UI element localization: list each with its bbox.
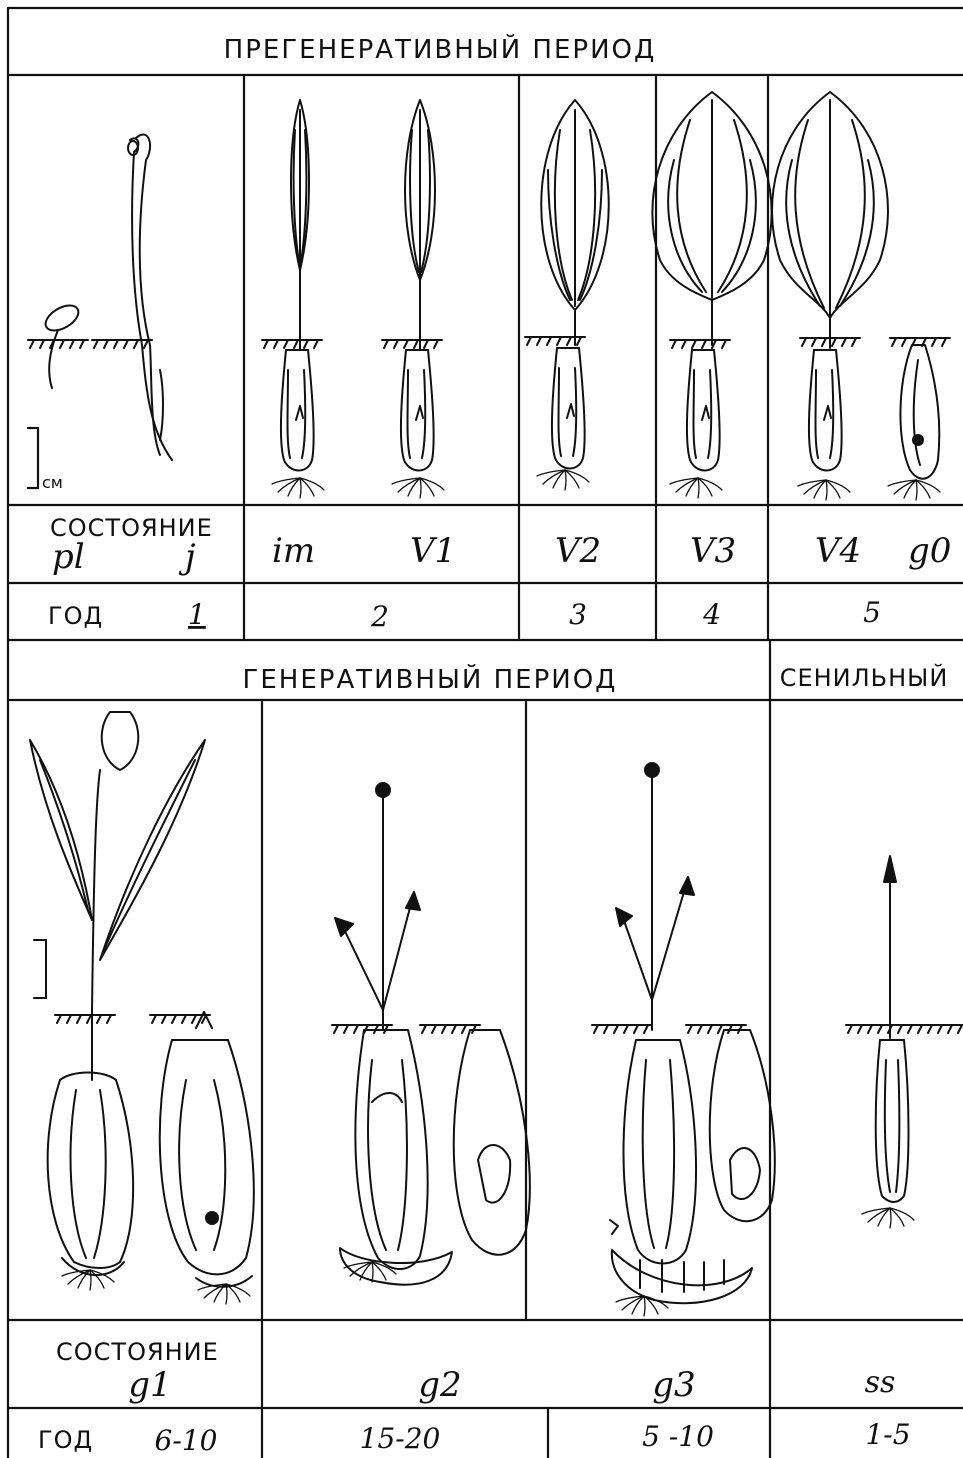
plant-v3-drawing [652, 92, 771, 498]
year-1-5: 1-5 [865, 1418, 910, 1451]
plant-g1-drawing [30, 712, 254, 1304]
scale-bar-top [28, 428, 38, 488]
state-v1: V1 [410, 531, 456, 571]
top-table-grid [8, 8, 963, 1458]
year-4: 4 [702, 598, 721, 631]
year-5: 5 [863, 596, 881, 629]
bottom-state-label: СОСТОЯНИЕ [56, 1338, 219, 1366]
year-15-20: 15-20 [360, 1422, 441, 1455]
top-period-title: ПРЕГЕНЕРАТИВНЫЙ ПЕРИОД [224, 33, 657, 65]
state-v4: V4 [815, 531, 861, 571]
state-g3: g3 [652, 1365, 695, 1405]
year-2: 2 [370, 600, 389, 633]
plant-g3-drawing [592, 763, 775, 1316]
state-pl: pl [52, 537, 85, 577]
state-g2: g2 [418, 1365, 461, 1405]
year-3: 3 [569, 598, 587, 631]
bottom-period-title: ГЕНЕРАТИВНЫЙ ПЕРИОД [243, 663, 618, 695]
seedling-j-drawing [128, 135, 172, 460]
state-im: im [272, 531, 315, 571]
seedling-pl-drawing [28, 300, 152, 388]
plant-v2-drawing [525, 100, 609, 490]
state-j: j [178, 537, 196, 577]
senile-period-title: СЕНИЛЬНЫЙ [780, 663, 949, 692]
plant-g0-drawing [888, 338, 950, 500]
plant-ss-drawing [846, 856, 963, 1228]
state-g0: g0 [908, 531, 951, 571]
bottom-year-label: ГОД [38, 1426, 93, 1454]
state-v3: V3 [690, 531, 736, 571]
year-6-10: 6-10 [155, 1424, 218, 1457]
year-1: 1 [188, 598, 206, 631]
state-v2: V2 [555, 531, 601, 571]
bottom-table-grid [8, 640, 963, 1458]
state-g1: g1 [128, 1365, 171, 1405]
plant-v4-drawing [772, 92, 888, 500]
plant-g2-drawing [332, 783, 530, 1285]
year-5-10: 5 -10 [642, 1420, 714, 1453]
top-year-label: ГОД [48, 602, 103, 630]
plant-v1-drawing [382, 100, 444, 498]
scale-label-cm: см [42, 473, 63, 492]
state-ss: ss [865, 1365, 896, 1400]
plant-im-drawing [262, 100, 324, 498]
